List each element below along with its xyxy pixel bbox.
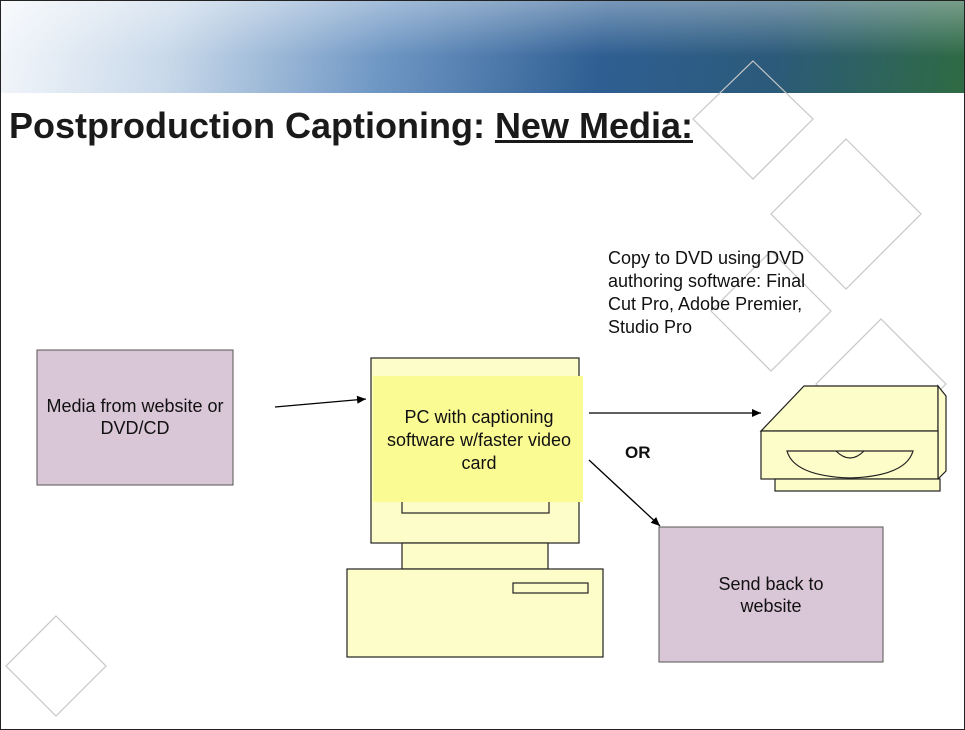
dvd-drive-illustration (759, 384, 947, 492)
diamond-decor-3 (710, 250, 832, 372)
or-label: OR (625, 443, 651, 462)
dvd-drive-top (759, 385, 939, 432)
dvd-drive-side (937, 384, 947, 481)
title-underlined: New Media: (494, 105, 693, 146)
diamond-decor-1 (692, 60, 814, 180)
pc-box-label: PC with captioning software w/faster vid… (386, 407, 572, 473)
source-box (36, 349, 234, 486)
dvd-disc-tray (786, 450, 914, 479)
diamond-decor-5 (5, 615, 107, 717)
pc-label-box (373, 376, 583, 502)
website-box (658, 526, 884, 663)
pc-drive-slot (512, 582, 589, 594)
arrow-source-to-pc (274, 395, 367, 408)
title-prefix: Postproduction Captioning: (9, 105, 495, 146)
dvd-disc-hub (835, 450, 865, 459)
pc-base (346, 568, 604, 658)
dvd-note: Copy to DVD using DVD authoring software… (608, 248, 806, 337)
header-band (1, 1, 964, 93)
pc-neck (401, 542, 549, 570)
diamond-decor-2 (770, 138, 922, 290)
slide-title: Postproduction Captioning: New Media: (9, 105, 693, 147)
website-box-label: Send back to website (718, 574, 824, 616)
arrow-pc-to-website (588, 459, 661, 527)
source-box-label: Media from website or DVD/CD (46, 396, 224, 438)
dvd-drive-base (774, 478, 941, 492)
